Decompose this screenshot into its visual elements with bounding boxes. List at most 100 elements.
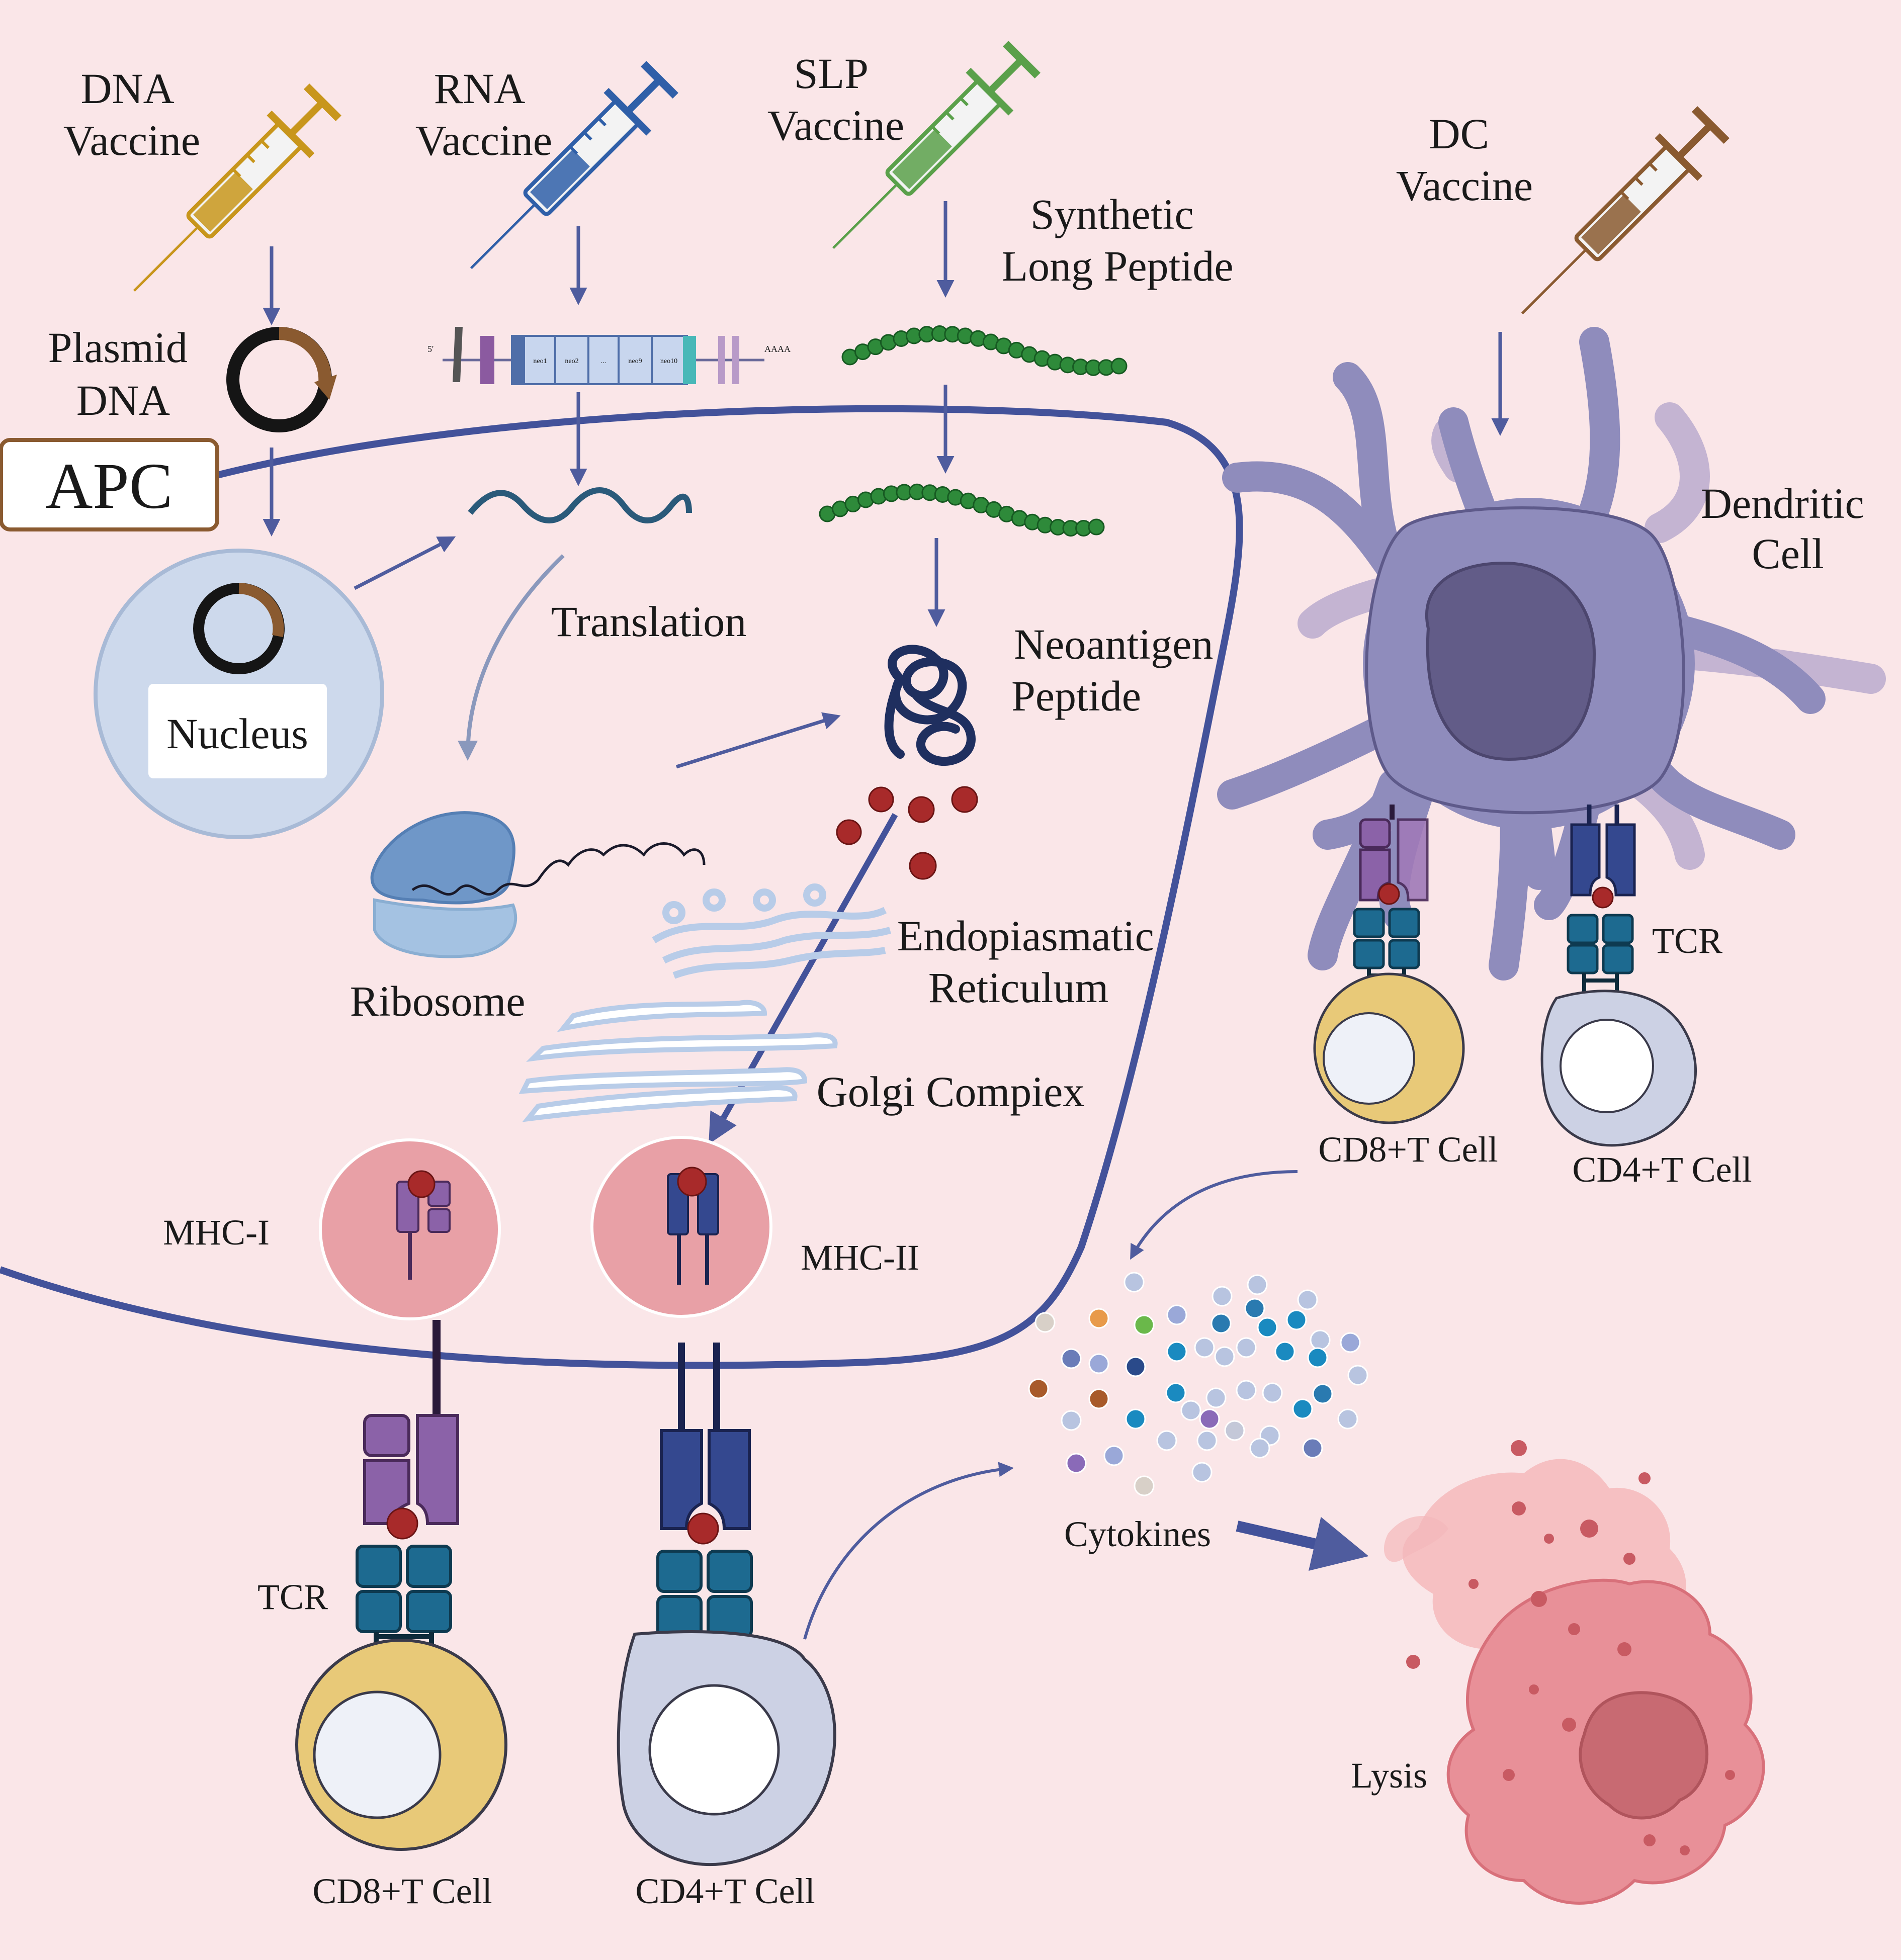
cytokines-to-lysis-arrow — [1236, 1517, 1369, 1571]
neoantigen-peptide-icon — [884, 645, 976, 766]
cytokine-dot — [1034, 1312, 1056, 1333]
cytokine-dot — [1236, 1380, 1257, 1401]
tcr-top-label: TCR — [1652, 921, 1722, 961]
peptide-chain-icon — [841, 325, 1128, 376]
cytokine-dot — [1180, 1400, 1201, 1421]
peptide-bead — [1110, 358, 1128, 375]
mhc2-bubble — [590, 1136, 772, 1318]
svg-text:neo2: neo2 — [565, 358, 578, 365]
apc-label: APC — [46, 450, 173, 522]
cd4-t-cell-top — [1540, 990, 1697, 1147]
svg-text:neo1: neo1 — [533, 358, 547, 365]
cytokine-dot — [1028, 1378, 1049, 1399]
plasmid-icon — [226, 327, 337, 432]
svg-text:AAAA: AAAA — [764, 344, 791, 354]
translation-arrow — [458, 554, 565, 761]
cytokine-dot — [1249, 1438, 1270, 1459]
cytokine-dot — [1297, 1289, 1318, 1310]
cytokine-dot — [1124, 1272, 1145, 1293]
cytokine-dot — [1066, 1453, 1087, 1474]
cytokine-dot — [1247, 1274, 1268, 1295]
dc-mhc1-tcr-complex — [1353, 805, 1429, 1001]
cytokine-dot — [1307, 1347, 1328, 1368]
cd8-t-cell-top — [1313, 972, 1465, 1124]
dc-vaccine-label: DC Vaccine — [1396, 110, 1533, 210]
synthetic-peptide-label: Synthetic Long Peptide — [1002, 190, 1234, 290]
svg-text:neo9: neo9 — [628, 358, 642, 365]
svg-text:5': 5' — [427, 344, 434, 354]
cytokine-dot — [1312, 1383, 1333, 1404]
dna-vaccine-label: DNA Vaccine — [63, 64, 200, 164]
golgi-label: Golgi Compiex — [817, 1067, 1085, 1116]
apc-label-box: APC — [0, 438, 219, 531]
cd8-t-cell-bottom — [295, 1639, 507, 1851]
dc-mhc2-tcr-complex — [1567, 805, 1636, 1006]
svg-text:neo10: neo10 — [660, 358, 677, 365]
mhc1-bubble — [319, 1138, 501, 1320]
cytokine-dot — [1196, 1430, 1218, 1451]
cytokine-dot — [1262, 1382, 1283, 1403]
mrna-construct-icon: 5' neo1 neo2 ... neo9 neo10 AAAA — [427, 327, 791, 385]
dendritic-cell-label: Dendritic Cell — [1701, 479, 1875, 578]
cytokine-dot — [1257, 1317, 1278, 1338]
cytokine-dot — [1224, 1420, 1245, 1441]
cd8-bottom-label: CD8+T Cell — [312, 1871, 492, 1911]
mhc1-tcr-complex — [356, 1320, 459, 1679]
cytokine-cluster — [1028, 1272, 1368, 1496]
cd4-t-cell-bottom — [617, 1630, 836, 1866]
dc-to-cytokines-arrow — [1130, 1170, 1298, 1260]
tumor-cell-icon — [1384, 1440, 1765, 1905]
mhc1-label: MHC-I — [163, 1212, 270, 1253]
mhc2-label: MHC-II — [801, 1237, 919, 1278]
cytokines-label: Cytokines — [1064, 1514, 1211, 1554]
ribosome-to-neoantigen-arrow — [675, 712, 841, 769]
svg-text:...: ... — [601, 358, 607, 365]
cd4-bottom-label: CD4+T Cell — [635, 1871, 815, 1911]
cytokine-dot — [1191, 1462, 1213, 1483]
er-icon — [652, 883, 891, 979]
cytokine-dot — [1292, 1398, 1313, 1419]
cytokine-dot — [1302, 1438, 1323, 1459]
neoantigen-label: Neoantigen Peptide — [1011, 620, 1224, 720]
ribosome-icon — [370, 811, 706, 958]
ribosome-label: Ribosome — [350, 977, 526, 1025]
cytokine-dot — [1212, 1286, 1233, 1307]
cytokine-dot — [1310, 1329, 1331, 1351]
cytokine-dot — [1103, 1445, 1125, 1466]
antigen-dots — [836, 786, 978, 880]
mrna-strand-icon — [468, 487, 692, 523]
cytokine-dot — [1125, 1408, 1146, 1430]
cytokine-dot — [1061, 1410, 1082, 1431]
cytokine-dot — [1347, 1365, 1368, 1386]
plasmid-label: Plasmid DNA — [48, 323, 199, 424]
cytokine-dot — [1194, 1337, 1215, 1358]
nucleus-to-mrna-arrow — [354, 536, 456, 590]
lysis-label: Lysis — [1351, 1755, 1427, 1796]
cd4-to-cytokines-arrow — [803, 1462, 1014, 1640]
apc-membrane — [0, 405, 1243, 1369]
dc-vaccine-syringe-icon — [1501, 104, 1732, 335]
cytokine-dot — [1244, 1298, 1265, 1319]
cytokine-dot — [1205, 1387, 1227, 1408]
slp-vaccine-label: SLP Vaccine — [767, 49, 904, 149]
cd4-top-label: CD4+T Cell — [1572, 1149, 1752, 1190]
rna-vaccine-label: RNA Vaccine — [415, 64, 552, 164]
cytokine-dot — [1236, 1337, 1257, 1358]
nucleus-label: Nucleus — [166, 709, 308, 758]
cytokine-dot — [1166, 1304, 1187, 1325]
cytokine-dot — [1340, 1332, 1361, 1353]
nucleus: Nucleus — [94, 549, 384, 839]
cytokine-dot — [1125, 1356, 1146, 1377]
cytokine-dot — [1166, 1341, 1187, 1362]
cytokine-dot — [1088, 1353, 1109, 1374]
cd8-top-label: CD8+T Cell — [1318, 1129, 1498, 1170]
cytokine-dot — [1211, 1313, 1232, 1334]
cytokine-dot — [1214, 1346, 1235, 1367]
translation-label: Translation — [551, 597, 747, 646]
cytokine-dot — [1061, 1348, 1082, 1369]
cytokine-dot — [1165, 1382, 1186, 1403]
dendritic-cell-icon — [1217, 327, 1886, 981]
golgi-icon — [519, 1000, 838, 1122]
cytokine-dot — [1134, 1475, 1155, 1496]
tcr-bottom-label: TCR — [257, 1577, 328, 1617]
